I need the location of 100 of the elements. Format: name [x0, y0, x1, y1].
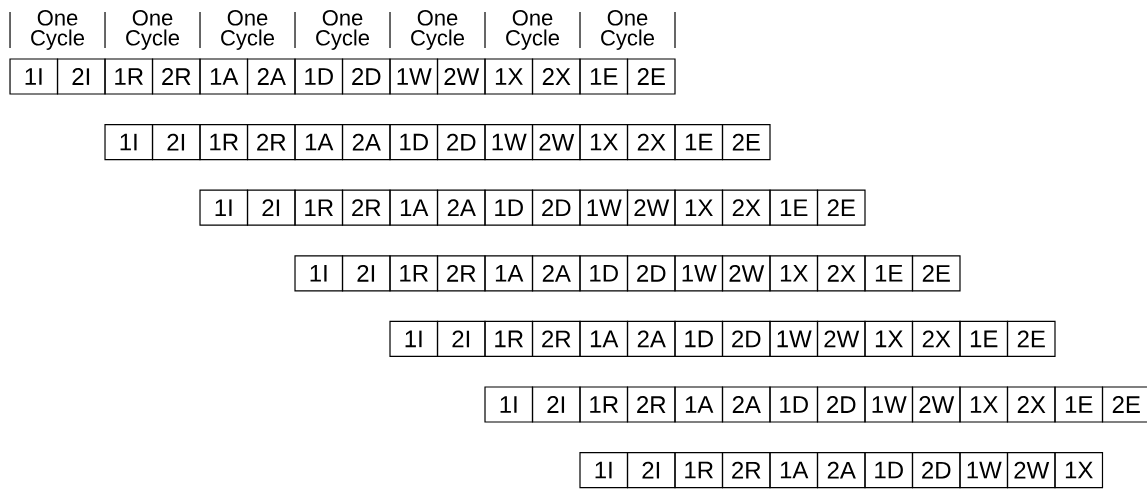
cycle-label: One Cycle — [601, 10, 654, 50]
stage-cell: 2W — [626, 189, 676, 226]
cycle-label: One Cycle — [221, 10, 274, 50]
stage-cell: 1X — [579, 124, 629, 161]
stage-cell: 1R — [484, 320, 534, 357]
stage-cell: 1A — [674, 386, 724, 423]
stage-cell: 2R — [341, 189, 391, 226]
stage-cell: 2X — [531, 58, 581, 95]
stage-cell: 1R — [389, 255, 439, 292]
stage-cell: 2R — [436, 255, 486, 292]
stage-cell: 2R — [151, 58, 201, 95]
cycle-label: One Cycle — [31, 10, 84, 50]
stage-cell: 2I — [246, 189, 296, 226]
stage-cell: 1I — [9, 58, 59, 95]
cycle-label: One Cycle — [126, 10, 180, 50]
stage-cell: 2R — [246, 124, 296, 161]
stage-cell: 2E — [721, 124, 771, 161]
stage-cell: 2A — [341, 124, 391, 161]
stage-cell: 2W — [531, 124, 581, 161]
stage-cell: 1E — [1054, 386, 1104, 423]
stage-cell: 1W — [959, 452, 1009, 489]
stage-cell: 2I — [341, 255, 391, 292]
cycle-label: One Cycle — [411, 10, 464, 50]
stage-cell: 2A — [531, 255, 581, 292]
stage-cell: 1W — [484, 124, 534, 161]
stage-cell: 2D — [531, 189, 581, 226]
stage-cell: 1R — [579, 386, 629, 423]
cycle-label: One Cycle — [316, 10, 370, 50]
stage-cell: 2D — [911, 452, 961, 489]
stage-cell: 1X — [1054, 452, 1104, 489]
stage-cell: 1X — [769, 255, 819, 292]
stage-cell: 1R — [674, 452, 724, 489]
stage-cell: 1D — [864, 452, 914, 489]
stage-cell: 2R — [531, 320, 581, 357]
stage-cell: 1A — [199, 58, 249, 95]
stage-cell: 2X — [721, 189, 771, 226]
stage-cell: 1I — [294, 255, 344, 292]
stage-cell: 1D — [579, 255, 629, 292]
stage-cell: 2I — [626, 452, 676, 489]
stage-cell: 2D — [816, 386, 866, 423]
stage-cell: 1A — [484, 255, 534, 292]
stage-cell: 1I — [389, 320, 439, 357]
stage-cell: 2W — [816, 320, 866, 357]
cycle-label: One Cycle — [506, 10, 559, 50]
stage-cell: 1W — [864, 386, 914, 423]
stage-cell: 2A — [816, 452, 866, 489]
stage-cell: 2A — [721, 386, 771, 423]
stage-cell: 2R — [626, 386, 676, 423]
stage-cell: 2X — [626, 124, 676, 161]
stage-cell: 2W — [721, 255, 771, 292]
stage-cell: 1W — [769, 320, 819, 357]
stage-cell: 1R — [294, 189, 344, 226]
stage-cell: 2R — [721, 452, 771, 489]
stage-cell: 2I — [151, 124, 201, 161]
stage-cell: 1E — [769, 189, 819, 226]
stage-cell: 1I — [579, 452, 629, 489]
stage-cell: 2X — [816, 255, 866, 292]
stage-cell: 1R — [199, 124, 249, 161]
stage-cell: 1W — [674, 255, 724, 292]
stage-cell: 1A — [389, 189, 439, 226]
stage-cell: 1A — [294, 124, 344, 161]
stage-cell: 1R — [104, 58, 154, 95]
stage-cell: 2E — [911, 255, 961, 292]
stage-cell: 2E — [1101, 386, 1147, 423]
stage-cell: 2D — [436, 124, 486, 161]
stage-cell: 2E — [1006, 320, 1056, 357]
stage-cell: 1D — [389, 124, 439, 161]
stage-cell: 2I — [436, 320, 486, 357]
stage-cell: 2D — [721, 320, 771, 357]
stage-cell: 1A — [769, 452, 819, 489]
stage-cell: 1X — [959, 386, 1009, 423]
stage-cell: 1E — [674, 124, 724, 161]
stage-cell: 2W — [1006, 452, 1056, 489]
stage-cell: 1W — [389, 58, 439, 95]
stage-cell: 1A — [579, 320, 629, 357]
stage-cell: 1I — [104, 124, 154, 161]
stage-cell: 2A — [626, 320, 676, 357]
stage-cell: 1W — [579, 189, 629, 226]
stage-cell: 1E — [959, 320, 1009, 357]
stage-cell: 1E — [864, 255, 914, 292]
stage-cell: 2W — [911, 386, 961, 423]
stage-cell: 1X — [484, 58, 534, 95]
stage-cell: 2D — [341, 58, 391, 95]
stage-cell: 2X — [1006, 386, 1056, 423]
stage-cell: 1X — [674, 189, 724, 226]
stage-cell: 2E — [816, 189, 866, 226]
stage-cell: 2W — [436, 58, 486, 95]
stage-cell: 1D — [769, 386, 819, 423]
stage-cell: 2D — [626, 255, 676, 292]
stage-cell: 1X — [864, 320, 914, 357]
stage-cell: 1E — [579, 58, 629, 95]
stage-cell: 2X — [911, 320, 961, 357]
stage-cell: 1D — [484, 189, 534, 226]
stage-cell: 1I — [484, 386, 534, 423]
stage-cell: 2I — [531, 386, 581, 423]
stage-cell: 1D — [674, 320, 724, 357]
stage-cell: 2I — [56, 58, 106, 95]
stage-cell: 1I — [199, 189, 249, 226]
stage-cell: 1D — [294, 58, 344, 95]
stage-cell: 2E — [626, 58, 676, 95]
